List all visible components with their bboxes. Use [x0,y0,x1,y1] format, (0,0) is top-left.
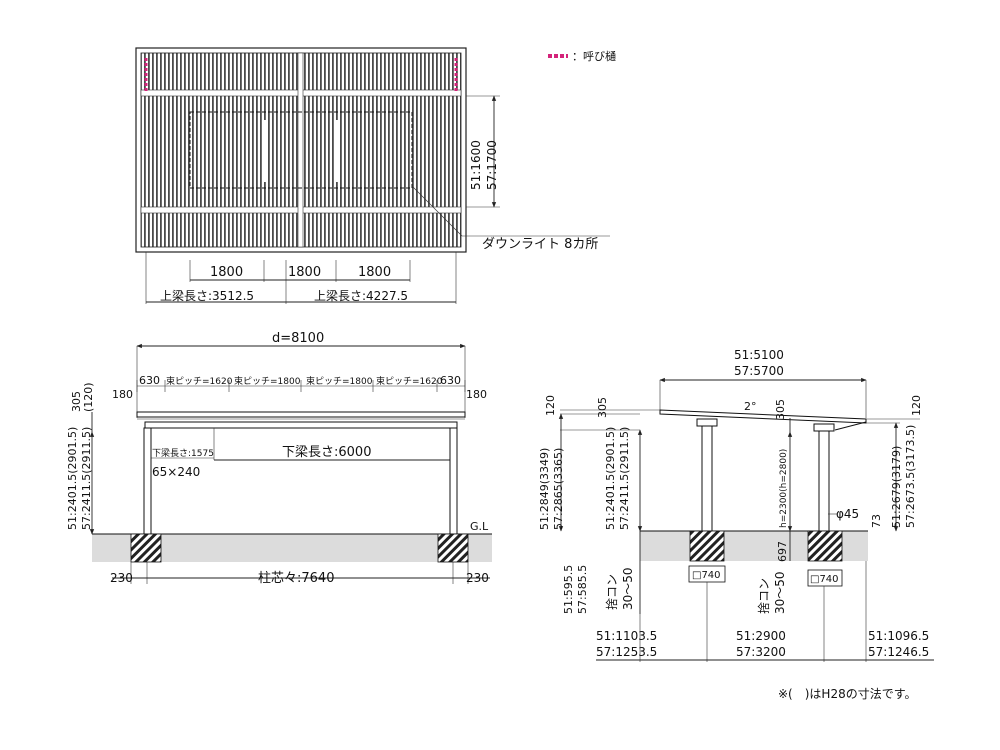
side-sq-right: □740 [810,574,839,585]
front-edge-right: 180 [466,388,487,401]
front-lower-beam [144,421,458,429]
front-col-51: 51:2401.5(2901.5) [66,427,79,530]
side-foundation-right [807,530,843,562]
side-right-57: 57:2673.5(3173.5) [904,425,917,528]
side-beam-right [813,423,835,432]
plan-rafter-line [336,120,338,182]
front-lower-long: 下梁長さ:6000 [282,445,371,460]
side-conc-mid-1: 捨コン [756,578,771,614]
front-foundation-right [437,533,469,563]
front-found-right: 230 [466,571,489,585]
front-post-center: 柱芯々:7640 [258,571,334,586]
side-br-57: 57:1246.5 [868,645,929,659]
side-foundation-left [689,530,725,562]
front-overhang-right: 630 [440,374,461,387]
side-inner-57: 57:2411.5(2911.5) [618,427,631,530]
side-right-51: 51:2679(3179) [890,446,903,528]
plan-pitch-2: 1800 [288,265,321,280]
plan-center-joint [297,52,304,248]
footnote: ※( )はH28の寸法です。 [778,687,917,701]
front-lower-short: 下梁長さ:1575 [152,447,214,459]
side-right-120: 120 [910,395,923,416]
legend-label: ：呼び樋 [572,49,616,63]
side-v697: 697 [776,541,789,562]
front-found-left: 230 [110,571,133,585]
side-beam-left [696,418,718,427]
front-pitch-1: 束ピッチ=1620 [166,376,233,387]
side-conc-left-2: 30～50 [621,567,635,610]
plan-upper-beam-1: 上梁長さ:3512.5 [160,288,254,303]
front-foundation-left [130,533,162,563]
front-edge-left: 180 [112,388,133,401]
side-bl-57: 57:1253.5 [596,645,657,659]
side-conc-mid-2: 30～50 [773,571,787,614]
front-gl: G.L [470,520,489,533]
side-bl-51: 51:1103.5 [596,629,657,643]
side-phi: φ45 [836,507,859,521]
side-width-57: 57:5700 [734,364,784,378]
front-v120: (120) [82,382,95,412]
downlight-leader [411,185,463,237]
front-post-size: 65×240 [152,465,200,479]
side-sq-left: □740 [692,570,721,581]
side-bottom-57: 57:585.5 [576,565,589,614]
front-col-57: 57:2411.5(2911.5) [80,427,93,530]
side-bottom-51: 51:595.5 [562,565,575,614]
side-br-51: 51:1096.5 [868,629,929,643]
front-post-left [143,427,152,535]
plan-pitch-1: 1800 [210,265,243,280]
side-slope: 2° [744,400,757,413]
side-v73: 73 [870,514,883,528]
front-pitch-2: 束ピッチ=1800 [234,376,301,387]
plan-rafter-line [264,120,266,182]
side-outer-57: 57:2865(3365) [552,448,565,530]
plan-outline [135,47,467,253]
side-h-label: h=2300(h=2800) [779,449,789,528]
side-outer-51: 51:2849(3349) [538,448,551,530]
front-overhang-left: 630 [139,374,160,387]
side-bm-57: 57:3200 [736,645,786,659]
side-left-305: 305 [596,397,609,418]
plan-view: 51:1600 57:1700 ダウンライト 8カ所 1800 1800 180… [135,47,610,304]
front-roof [136,411,466,418]
downlight-label: ダウンライト 8カ所 [482,237,598,252]
side-view: 51:5100 57:5700 2° □740 □740 120 305 51:… [538,348,934,662]
front-pitch-3: 束ピッチ=1800 [306,376,373,387]
plan-depth-57: 57:1700 [485,140,499,190]
plan-inner-frame [189,111,413,189]
side-conc-left-1: 捨コン [604,574,619,610]
plan-depth-51: 51:1600 [469,140,483,190]
front-d-label: d=8100 [272,331,324,346]
side-mid-305: 305 [774,399,787,420]
plan-upper-beam-2: 上梁長さ:4227.5 [314,288,408,303]
front-post-right [449,427,458,535]
side-bm-51: 51:2900 [736,629,786,643]
side-roof [659,409,867,424]
front-v305: 305 [70,391,83,412]
side-inner-51: 51:2401.5(2901.5) [604,427,617,530]
plan-pitch-3: 1800 [358,265,391,280]
front-view: d=8100 630 束ピッチ=1620 束ピッチ=1800 束ピッチ=1800… [66,331,492,586]
legend: ：呼び樋 [548,49,616,63]
side-left-120: 120 [544,395,557,416]
front-pitch-4: 束ピッチ=1620 [376,376,443,387]
side-width-51: 51:5100 [734,348,784,362]
